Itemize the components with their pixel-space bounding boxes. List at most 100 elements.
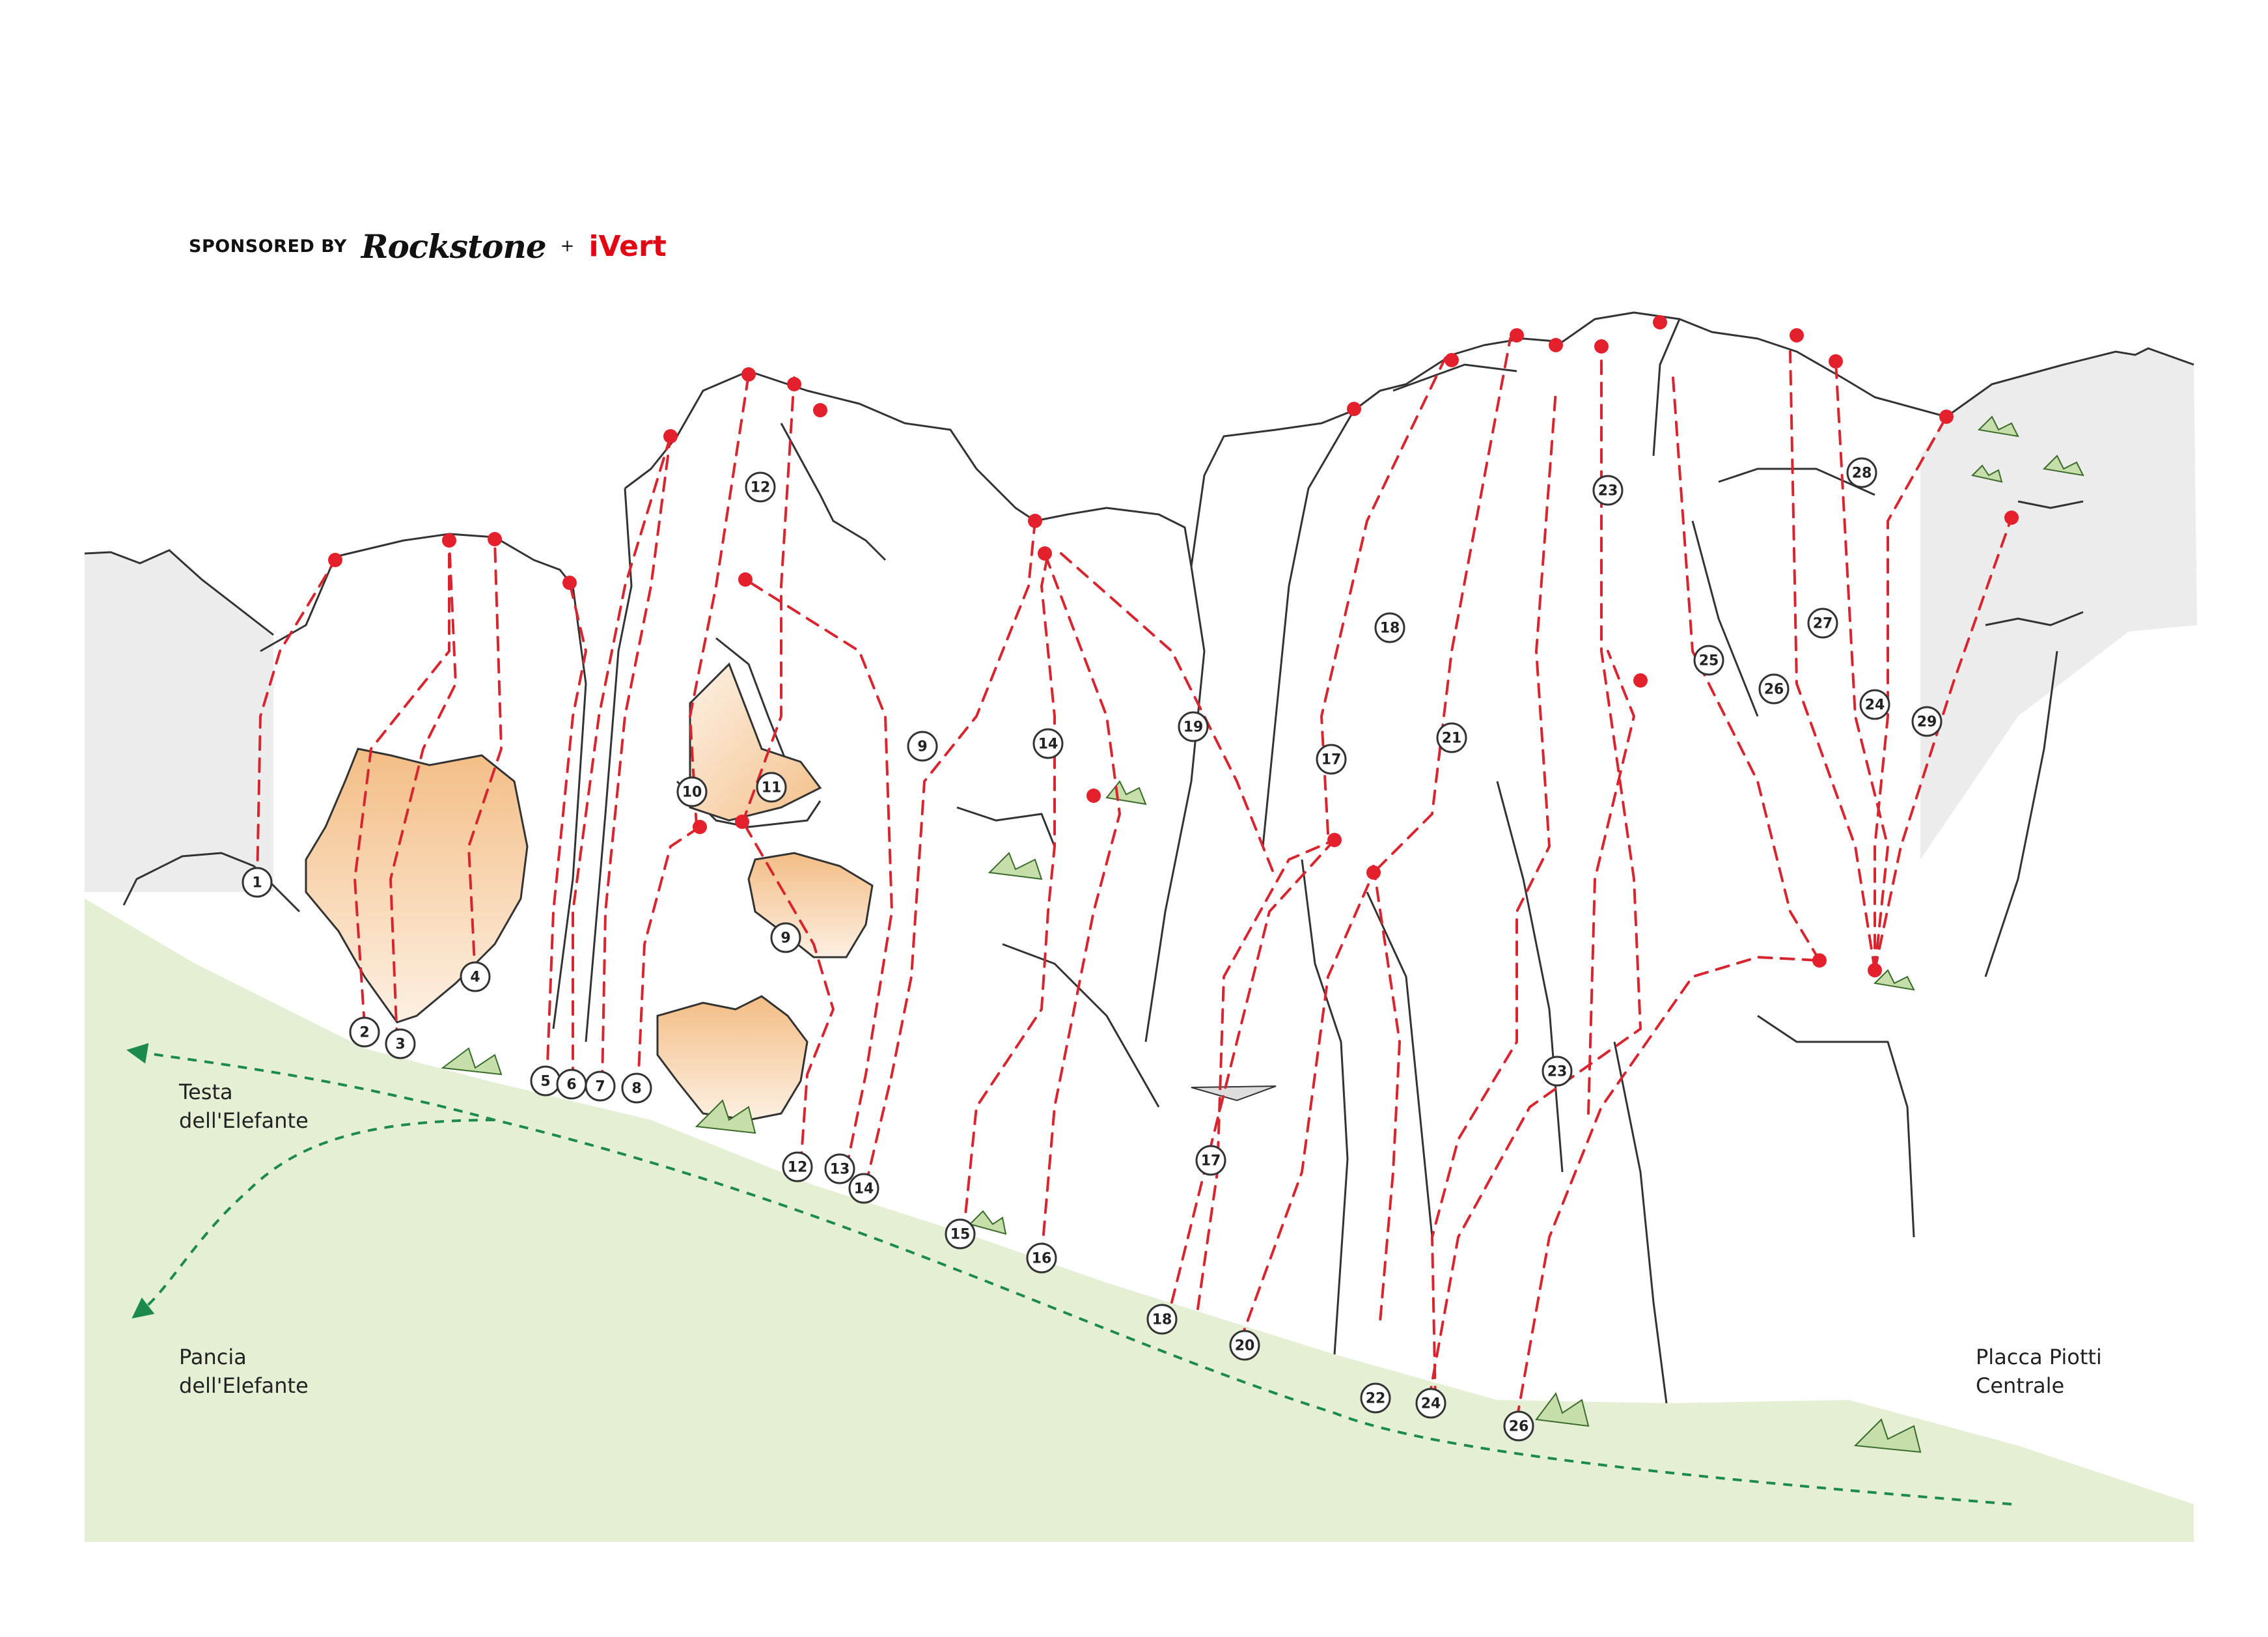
sponsor-banner: SPONSORED BY Rockstone + iVert [189, 227, 667, 266]
route-label: 23 [1592, 475, 1624, 506]
route-label-circle [848, 1173, 879, 1204]
route-number: 24 [1865, 697, 1885, 714]
route-label-circle [349, 1016, 380, 1048]
background-rock-right [1920, 348, 2197, 860]
route-label-circle [1229, 1330, 1260, 1361]
route-number: 28 [1852, 466, 1872, 482]
sponsor-plus: + [560, 236, 575, 256]
route-label: 9 [907, 731, 938, 762]
route-label: 13 [824, 1153, 855, 1184]
route-label-circle [745, 471, 776, 503]
anchor-point [1594, 339, 1609, 354]
route-label-circle [1846, 457, 1877, 488]
anchor-point [787, 377, 801, 391]
route-number: 9 [781, 930, 790, 947]
anchor-point [488, 532, 502, 546]
route-number: 9 [917, 739, 927, 755]
route-label-circle [1026, 1242, 1057, 1274]
route-label: 14 [848, 1173, 879, 1204]
route-label: 17 [1195, 1145, 1226, 1176]
route-number: 10 [682, 785, 702, 801]
anchor-point [735, 815, 749, 829]
route-label-circle [907, 731, 938, 762]
route-label: 1 [242, 867, 273, 898]
route-number: 23 [1547, 1064, 1568, 1080]
route-label: 28 [1846, 457, 1877, 488]
sector-label-testa: Testa dell'Elefante [179, 1080, 309, 1133]
anchor-point [1829, 354, 1843, 369]
sector-label-pancia: Pancia dell'Elefante [179, 1345, 309, 1398]
route-label: 18 [1146, 1304, 1178, 1335]
anchor-point [1038, 546, 1052, 561]
vegetation-tufts [441, 415, 2084, 1453]
route-label: 6 [556, 1069, 587, 1100]
route-number: 26 [1509, 1419, 1529, 1435]
route-number: 13 [830, 1162, 850, 1178]
rockstone-logo: Rockstone [361, 227, 547, 266]
route-label: 14 [1032, 728, 1064, 759]
anchor-point [562, 576, 577, 590]
anchor-point [1633, 673, 1648, 688]
route-label-circle [1859, 689, 1890, 720]
anchor-point [442, 533, 456, 548]
route-label-circle [756, 772, 787, 803]
route-label-circle [1911, 706, 1943, 737]
route-number: 17 [1201, 1153, 1221, 1169]
route-label: 4 [460, 961, 491, 992]
route-label-circle [1360, 1382, 1391, 1414]
anchor-point [663, 429, 678, 443]
route-label: 11 [756, 772, 787, 803]
route-number: 24 [1421, 1396, 1441, 1412]
route-number: 4 [470, 970, 480, 986]
route-number: 23 [1598, 483, 1618, 499]
anchor-point [738, 572, 753, 587]
route-label-circle [621, 1072, 652, 1104]
route-label: 18 [1374, 612, 1405, 643]
route-number: 12 [751, 480, 771, 496]
anchor-point [813, 403, 827, 417]
route-label-circle [1693, 645, 1724, 676]
route-number: 25 [1699, 653, 1719, 669]
anchor-point [1445, 353, 1459, 367]
route-label-circle [1542, 1056, 1573, 1087]
route-label-circle [460, 961, 491, 992]
route-label: 21 [1436, 722, 1467, 753]
anchor-point [1868, 963, 1882, 977]
route-label-circle [1592, 475, 1624, 506]
route-label-circle [1316, 744, 1347, 775]
route-label: 12 [745, 471, 776, 503]
roof-ledge [1191, 1085, 1277, 1102]
route-number: 17 [1321, 752, 1342, 768]
route-number: 5 [540, 1074, 550, 1090]
route-label: 8 [621, 1072, 652, 1104]
route-label-circle [782, 1151, 813, 1182]
route-label-circle [1374, 612, 1405, 643]
route-label: 19 [1178, 711, 1209, 742]
route-number: 20 [1235, 1338, 1255, 1354]
sponsor-label: SPONSORED BY [189, 236, 347, 257]
ground-slope [85, 899, 2194, 1542]
route-label: 23 [1542, 1056, 1573, 1087]
route-label: 24 [1415, 1388, 1446, 1419]
approach-path [126, 1042, 2012, 1505]
anchor-point [1086, 789, 1101, 803]
route-label: 3 [385, 1028, 416, 1059]
route-number: 6 [566, 1077, 576, 1093]
overhang-area [689, 662, 822, 822]
route-label-circle [1503, 1410, 1534, 1442]
overhang-area [305, 748, 529, 1024]
route-number: 11 [762, 780, 782, 796]
route-number: 7 [595, 1079, 605, 1095]
route-label: 26 [1503, 1410, 1534, 1442]
route-number: 8 [631, 1081, 641, 1097]
route-label: 24 [1859, 689, 1890, 720]
route-label: 2 [349, 1016, 380, 1048]
route-label-circle [1195, 1145, 1226, 1176]
route-number: 21 [1442, 731, 1462, 747]
route-number: 15 [950, 1227, 971, 1243]
route-label: 5 [530, 1065, 561, 1097]
route-label: 15 [945, 1218, 976, 1250]
route-label-circle [1146, 1304, 1178, 1335]
route-label: 10 [676, 776, 708, 807]
